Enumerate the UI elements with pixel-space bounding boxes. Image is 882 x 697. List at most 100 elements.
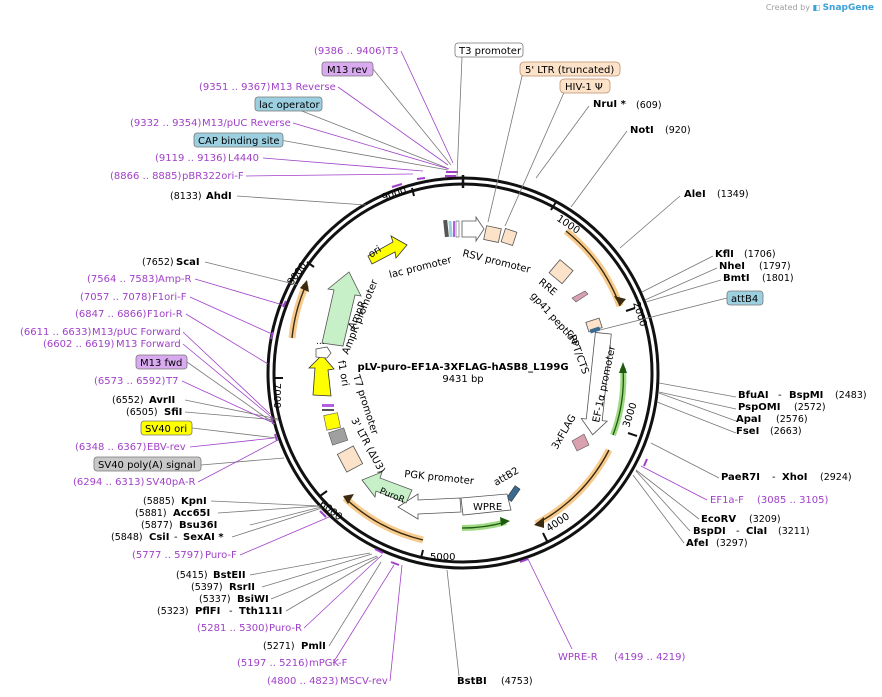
credit-prefix: Created by xyxy=(765,3,810,12)
primer-name: MSCV-rev xyxy=(340,676,388,687)
site-name: SfiI xyxy=(164,407,182,418)
leader-sv40-ori xyxy=(191,427,278,439)
site-separator: - xyxy=(174,532,178,543)
orf-arc-3-arrow xyxy=(343,494,354,504)
ef1a-arc-arrow xyxy=(619,362,627,373)
primer-name: L4440 xyxy=(228,153,259,164)
attb4-mark xyxy=(589,326,601,334)
site-leader-lines xyxy=(184,56,737,677)
m13-fwd-mark xyxy=(322,409,334,411)
ef1a-promoter-feature xyxy=(580,332,612,436)
site-pos: (609) xyxy=(636,100,662,111)
sites-left: (8133) AhdI (7652) ScaI (6552) AvrII (65… xyxy=(111,191,533,687)
primer-pos: (6348 .. 6367) xyxy=(75,442,147,453)
sites-right: NruI * (609) NotI (920) AleI (1349) KflI… xyxy=(593,99,867,549)
site-name: AvrII xyxy=(149,395,175,406)
leader-pbr322 xyxy=(245,173,414,177)
leader-sv40-polya xyxy=(200,457,285,466)
leader-pmli xyxy=(328,561,382,647)
rsv-promoter-label: RSV promoter xyxy=(461,248,532,276)
leader-rsrii xyxy=(261,553,373,588)
leader-bstbi xyxy=(446,569,460,677)
site-name: ScaI xyxy=(176,257,200,268)
primer-mark-mpgk xyxy=(390,561,400,566)
cap-site-box xyxy=(193,132,284,148)
lac-operator-mark xyxy=(443,219,449,238)
primer-mark-pbr322 xyxy=(391,183,403,188)
primer-mark-amp-r xyxy=(282,300,287,308)
site-name: AfeI xyxy=(686,538,709,549)
leader-ebv-rev xyxy=(189,437,275,448)
orf-arc-1-arrow xyxy=(614,296,626,306)
bstbi-name: BstBI xyxy=(457,676,487,687)
primer-name: M13 Forward xyxy=(116,339,181,350)
site-name: Acc65I xyxy=(173,508,210,519)
orf-arc-4-arrow xyxy=(300,280,309,292)
bstbi-pos: (4753) xyxy=(501,676,533,687)
m13-rev-box xyxy=(321,61,374,77)
site-name: BfuAI xyxy=(738,390,769,401)
leader-alei xyxy=(619,195,681,249)
primer-pos: (5197 .. 5216) xyxy=(237,658,309,669)
site-name: FseI xyxy=(736,426,759,437)
tick-label: 7000 xyxy=(271,383,282,408)
primer-name: Puro-R xyxy=(269,623,302,634)
site-pos: (6552) xyxy=(112,395,144,406)
primer-pos: (7564 .. 7583) xyxy=(87,274,159,285)
leader-t3 xyxy=(400,50,454,164)
leader-apai xyxy=(658,392,737,422)
primer-pos: (9119 .. 9136) xyxy=(155,153,227,164)
pgk-promoter-feature xyxy=(397,493,462,520)
leader-amp-r xyxy=(194,278,284,306)
orf-arc-1 xyxy=(563,228,624,308)
site-name-2: XhoI xyxy=(782,472,807,483)
primer-name: WPRE-R xyxy=(558,652,598,663)
ampr-promoter-feature xyxy=(315,346,332,359)
attb2-label: attB2 xyxy=(492,465,521,488)
leader-nrui xyxy=(535,105,590,179)
leader-nhei xyxy=(644,267,718,301)
orf-arc-4 xyxy=(288,283,310,339)
ltr3-feature xyxy=(336,445,364,473)
leader-ahdi xyxy=(236,195,367,206)
primer-name: mPGK-F xyxy=(309,658,348,669)
ampr-feature xyxy=(321,271,362,347)
leader-fsei xyxy=(656,401,737,434)
site-pos: (5885) xyxy=(143,496,175,507)
center-title: pLV-puro-EF1A-3XFLAG-hASB8_L199G 9431 bp xyxy=(357,362,568,385)
psi-feature xyxy=(500,227,518,247)
site-pos: (5323) xyxy=(157,606,189,617)
attb2-feature xyxy=(506,485,521,502)
primer-name: SV40pA-R xyxy=(146,477,195,488)
primer-name: EBV-rev xyxy=(147,442,186,453)
site-name: NheI xyxy=(719,261,745,272)
primer-pos: (8866 .. 8885) xyxy=(110,171,182,182)
site-pos: (5848) xyxy=(111,532,143,543)
tick-4000 xyxy=(542,532,548,542)
sv40-ori-feature xyxy=(323,412,341,431)
primer-mark-ef1a xyxy=(643,458,648,467)
tick-8000 xyxy=(306,261,315,268)
site-name: PaeR7I xyxy=(721,472,760,483)
site-pos: (5877) xyxy=(141,520,173,531)
site-name: NotI xyxy=(630,125,654,136)
leader-puro-r xyxy=(303,554,383,629)
site-pos: (3209) xyxy=(749,514,781,525)
site-name-2: SexAI * xyxy=(183,532,224,543)
leader-paer7i xyxy=(650,442,720,479)
leader-m13-fwd xyxy=(186,361,276,425)
leader-mpgk-f xyxy=(332,564,395,664)
leader-5ltr xyxy=(487,71,524,223)
tick-label: 9000 xyxy=(381,186,409,204)
site-separator: - xyxy=(778,390,782,401)
site-pos: (5271) xyxy=(263,641,295,652)
primer-name: Amp-R xyxy=(158,274,192,285)
site-pos: (2483) xyxy=(835,390,867,401)
primer-leader-lines xyxy=(181,50,708,682)
snapgene-logo-icon: ◧ xyxy=(812,3,821,12)
leader-pspomi xyxy=(658,391,737,410)
wpre-label: WPRE xyxy=(473,502,502,513)
tick-3000 xyxy=(627,432,638,437)
site-name: BmtI xyxy=(723,273,750,284)
primer-pos: (6611 .. 6633) xyxy=(20,327,92,338)
